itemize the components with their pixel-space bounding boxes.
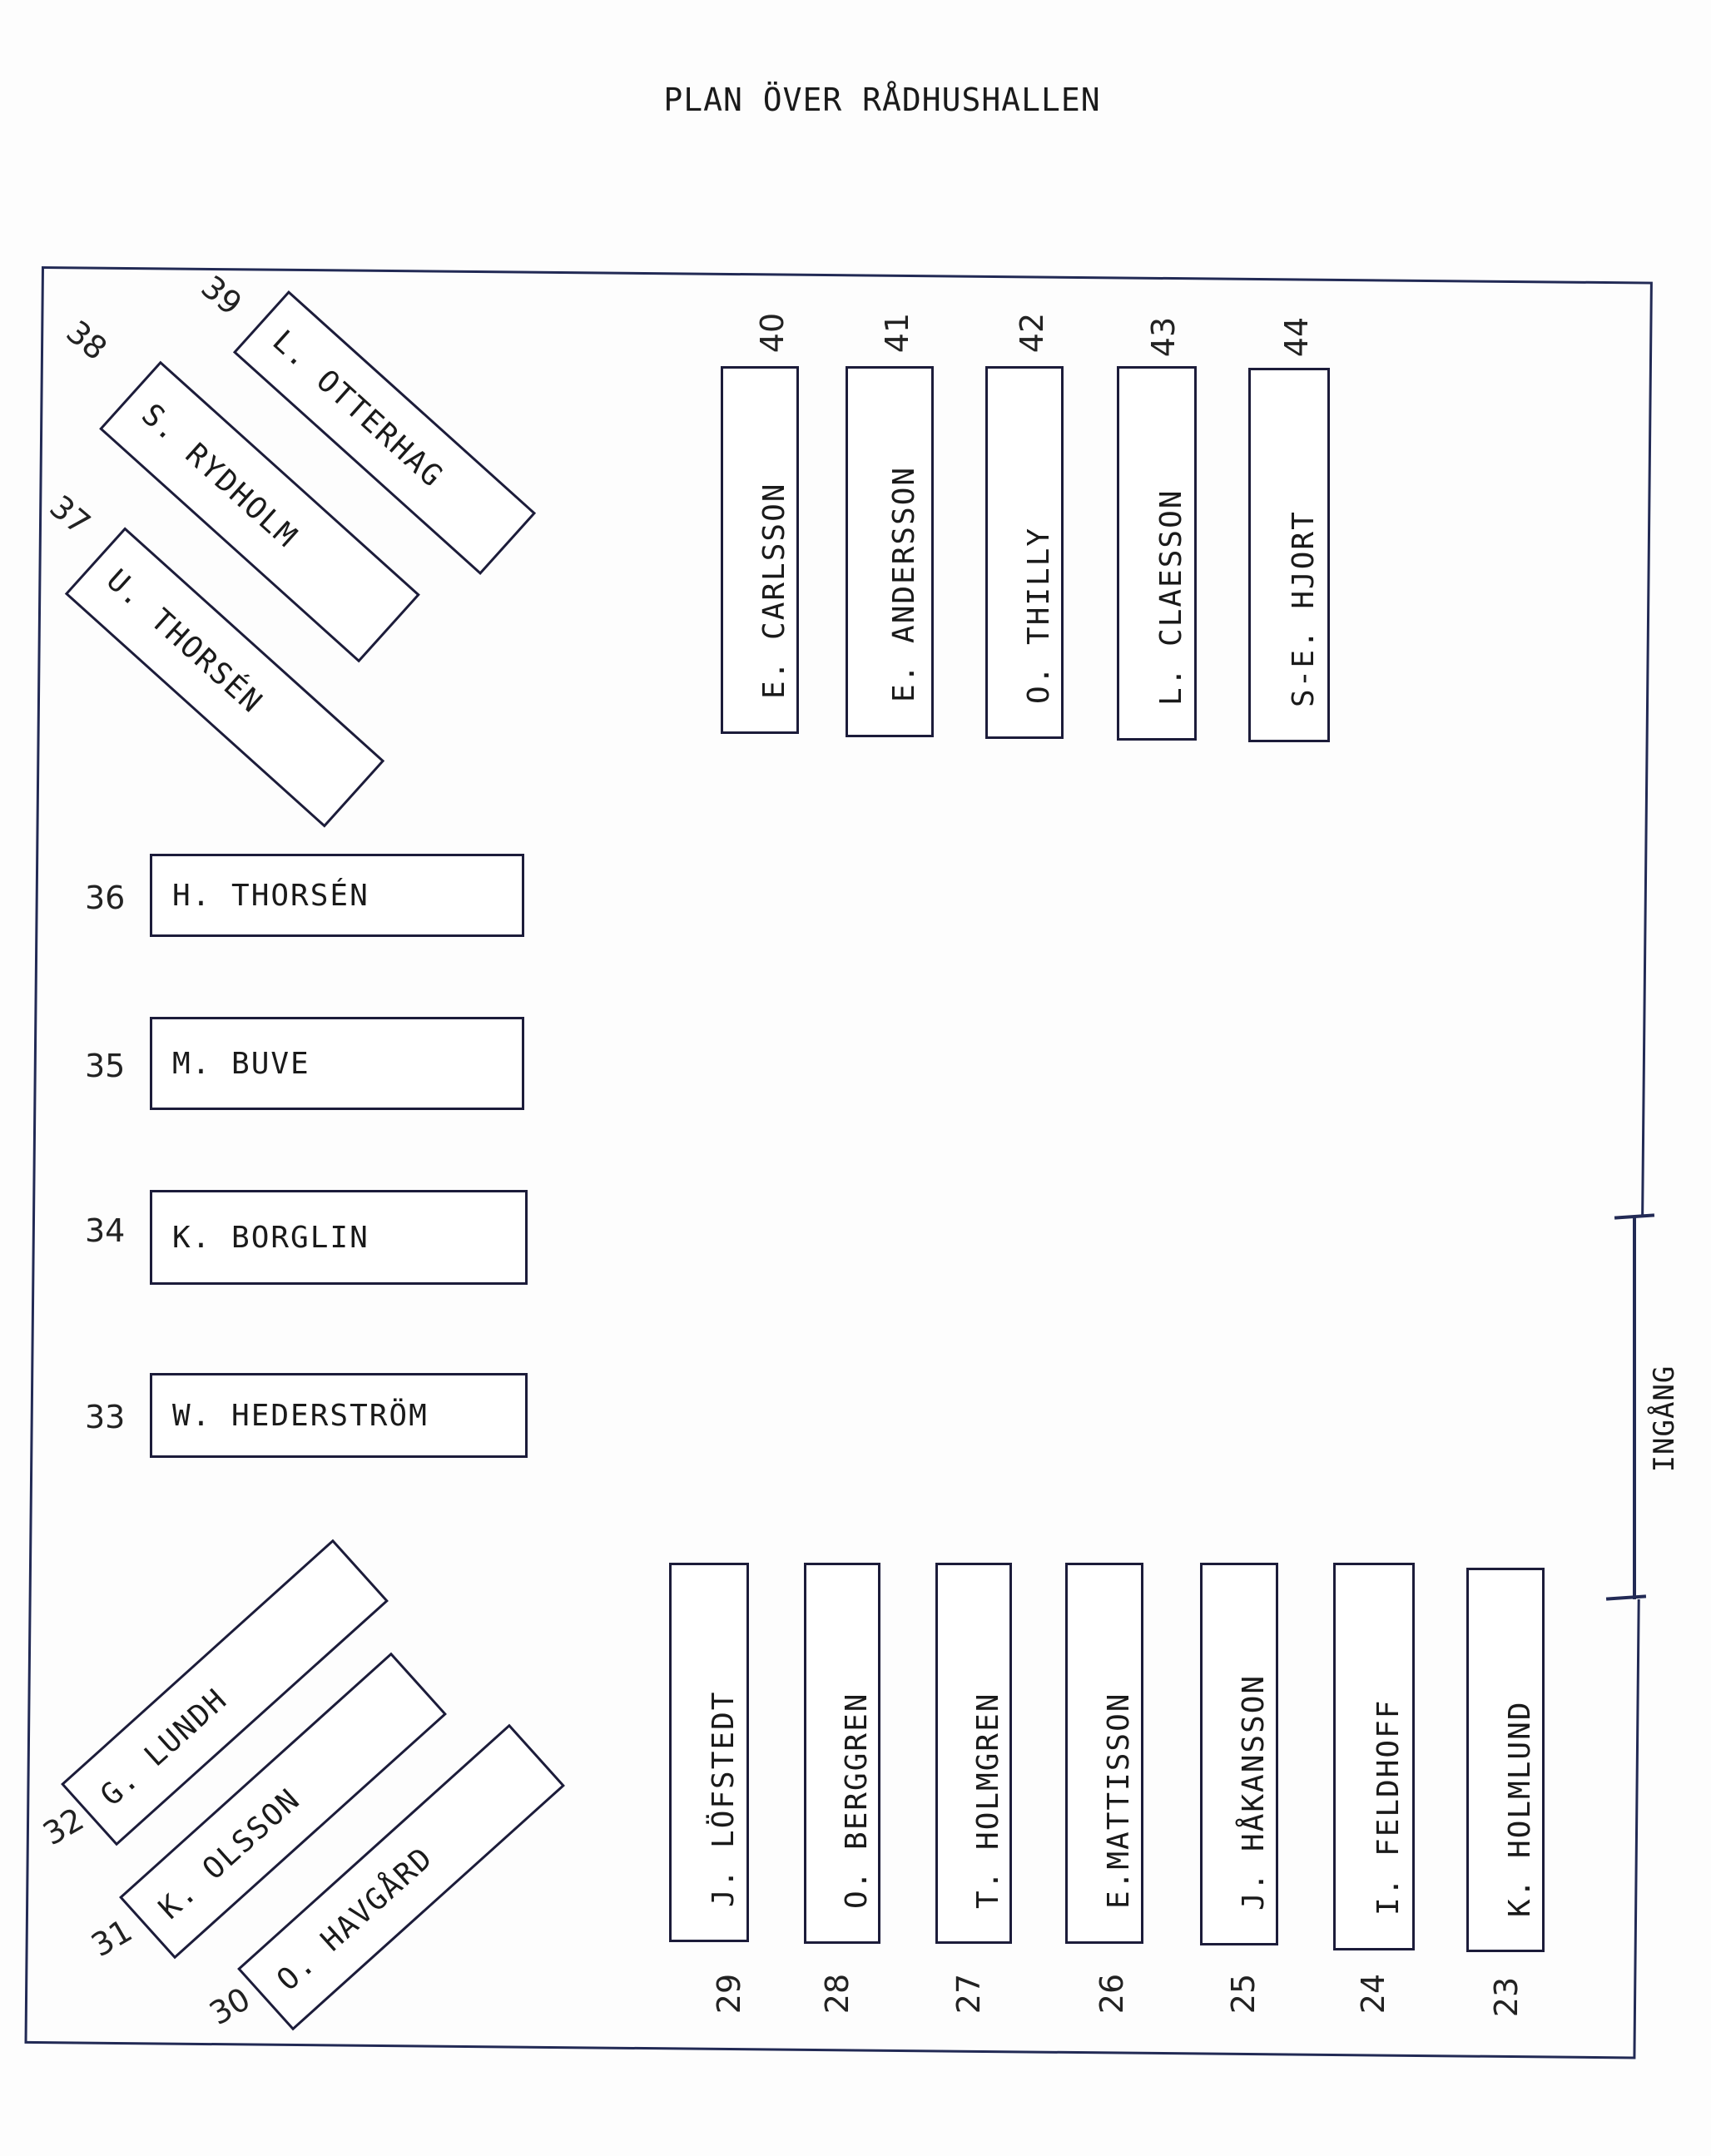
table-number-24: 24 xyxy=(1355,1973,1391,2015)
table-42: O. THILLY xyxy=(985,366,1064,739)
table-number-28: 28 xyxy=(819,1973,856,2015)
table-35: M. BUVE xyxy=(150,1017,524,1110)
table-box xyxy=(1065,1563,1143,1944)
entrance-wall-line xyxy=(1633,1217,1636,1599)
table-number-26: 26 xyxy=(1094,1973,1130,2015)
table-number-44: 44 xyxy=(1278,316,1315,358)
table-number-25: 25 xyxy=(1225,1973,1262,2015)
table-25: J. HÅKANSSON xyxy=(1200,1563,1278,1945)
table-number-42: 42 xyxy=(1014,312,1050,354)
table-36: H. THORSÉN xyxy=(150,854,524,937)
table-label-36: H. THORSÉN xyxy=(172,878,369,913)
table-43: L. CLAESSON xyxy=(1117,366,1197,741)
table-label-29: J. LÖFSTEDT xyxy=(707,1690,741,1907)
table-label-23: K. HOLMLUND xyxy=(1503,1700,1537,1917)
table-box xyxy=(721,366,799,734)
table-box xyxy=(1200,1563,1278,1945)
table-box xyxy=(1333,1563,1415,1950)
table-34: K. BORGLIN xyxy=(150,1190,528,1285)
table-28: O. BERGGREN xyxy=(804,1563,880,1944)
table-box xyxy=(1466,1568,1545,1952)
table-number-35: 35 xyxy=(85,1048,126,1084)
table-29: J. LÖFSTEDT xyxy=(669,1563,749,1942)
table-number-36: 36 xyxy=(85,880,126,916)
table-label-35: M. BUVE xyxy=(172,1046,310,1081)
table-box xyxy=(804,1563,880,1944)
table-label-34: K. BORGLIN xyxy=(172,1220,369,1255)
table-label-41: E. ANDERSSON xyxy=(887,465,921,702)
table-label-43: L. CLAESSON xyxy=(1154,488,1188,706)
table-label-27: T. HOLMGREN xyxy=(971,1692,1005,1909)
table-number-34: 34 xyxy=(85,1212,126,1249)
table-box xyxy=(935,1563,1012,1944)
table-number-29: 29 xyxy=(711,1973,747,2015)
table-23: K. HOLMLUND xyxy=(1466,1568,1545,1952)
table-label-25: J. HÅKANSSON xyxy=(1237,1673,1271,1911)
table-label-28: O. BERGGREN xyxy=(840,1692,874,1909)
table-box xyxy=(1117,366,1197,741)
table-label-40: E. CARLSSON xyxy=(757,482,791,699)
table-label-33: W. HEDERSTRÖM xyxy=(172,1398,429,1433)
table-label-42: O. THILLY xyxy=(1022,526,1056,704)
table-label-24: I. FELDHOFF xyxy=(1371,1698,1406,1916)
table-box xyxy=(985,366,1064,739)
table-label-44: S-E. HJORT xyxy=(1287,510,1321,707)
table-33: W. HEDERSTRÖM xyxy=(150,1373,528,1458)
table-number-43: 43 xyxy=(1145,316,1182,358)
table-41: E. ANDERSSON xyxy=(846,366,934,737)
table-40: E. CARLSSON xyxy=(721,366,799,734)
table-number-27: 27 xyxy=(950,1973,987,2015)
table-box xyxy=(846,366,934,737)
table-26: E.MATTISSON xyxy=(1065,1563,1143,1944)
table-box xyxy=(1248,368,1330,742)
table-number-33: 33 xyxy=(85,1399,126,1435)
table-box xyxy=(669,1563,749,1942)
table-44: S-E. HJORT xyxy=(1248,368,1330,742)
page-title: PLAN ÖVER RÅDHUSHALLEN xyxy=(663,82,1101,118)
table-27: T. HOLMGREN xyxy=(935,1563,1012,1944)
table-24: I. FELDHOFF xyxy=(1333,1563,1415,1950)
table-number-23: 23 xyxy=(1488,1976,1525,2018)
table-label-26: E.MATTISSON xyxy=(1102,1692,1136,1909)
entrance-label: INGÅNG xyxy=(1648,1365,1681,1473)
table-number-41: 41 xyxy=(879,312,915,354)
table-number-40: 40 xyxy=(754,312,791,354)
